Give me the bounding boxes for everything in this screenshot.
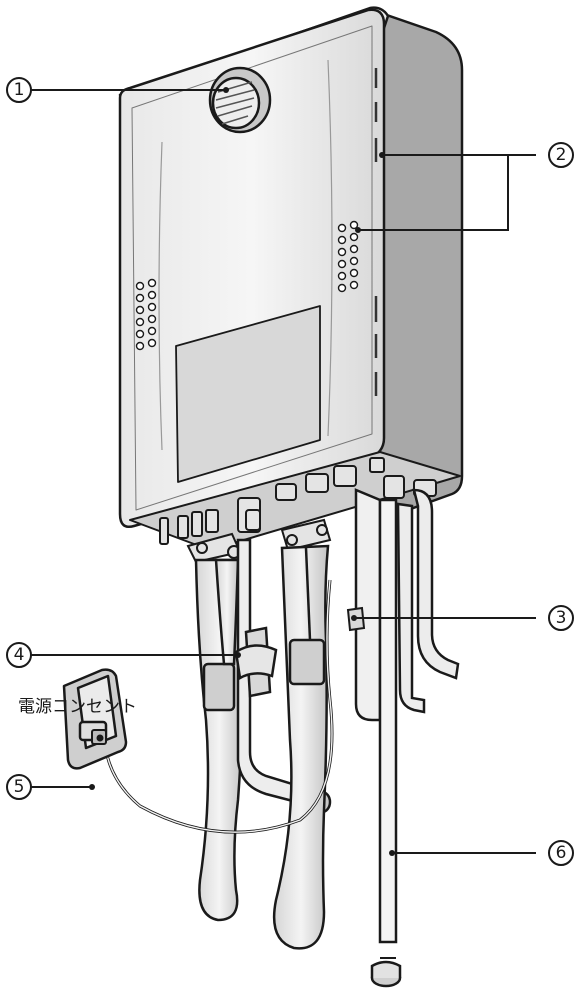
ventilation-holes-left xyxy=(135,278,157,351)
ventilation-holes-right xyxy=(337,220,359,293)
callout-3: 3 xyxy=(548,605,574,631)
callout-5: 5 xyxy=(6,774,32,800)
power-outlet-icon xyxy=(62,668,128,770)
callout-2: 2 xyxy=(548,142,574,168)
callout-4: 4 xyxy=(6,642,32,668)
leader-dots xyxy=(89,87,395,856)
exhaust-vent-icon xyxy=(208,66,272,134)
power-plug-icon xyxy=(91,729,107,745)
water-heater-unit-icon xyxy=(118,6,464,551)
outlet-label: 電源コンセント xyxy=(18,697,137,717)
leader-lines xyxy=(30,89,536,854)
callout-6: 6 xyxy=(548,840,574,866)
callout-1: 1 xyxy=(6,77,32,103)
pipes-and-hoses xyxy=(194,488,460,988)
